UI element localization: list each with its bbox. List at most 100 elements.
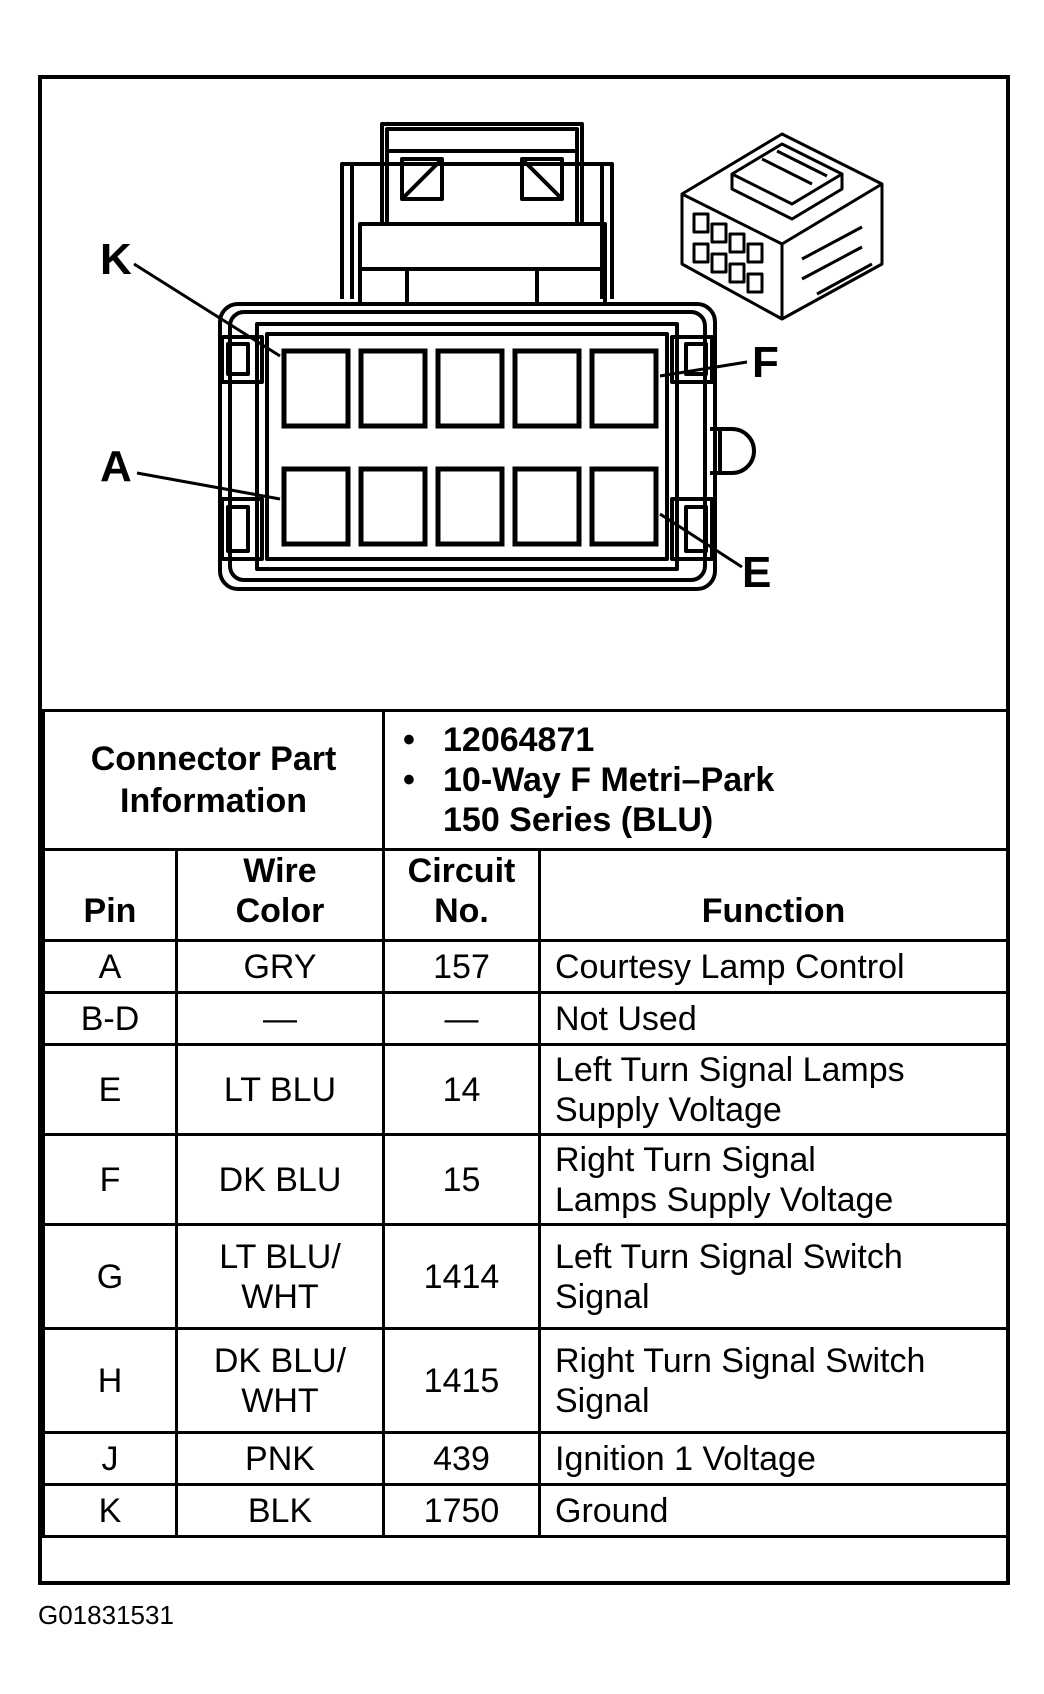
cavity-c xyxy=(435,466,505,547)
pin-cell: J xyxy=(42,1431,178,1486)
table-row: B-D — — Not Used xyxy=(42,991,1010,1046)
pin-cell: A xyxy=(42,939,178,994)
connector-info-label-line1: Connector Part xyxy=(90,740,337,778)
connector-info-details: • 12064871 • 10-Way F Metri–Park 150 Ser… xyxy=(381,709,1010,851)
pin-cell: K xyxy=(42,1483,178,1538)
header-function: Function xyxy=(537,848,1010,942)
function-cell: Right Turn Signal Lamps Supply Voltage xyxy=(537,1133,1010,1226)
callout-leaders xyxy=(133,262,748,569)
circuit-cell: — xyxy=(382,991,541,1046)
function-line1: Right Turn Signal Switch xyxy=(555,1341,926,1380)
cavity-j xyxy=(358,348,428,429)
wire-color-cell: GRY xyxy=(175,939,385,994)
function-line2: Signal xyxy=(555,1277,650,1316)
function-cell: Left Turn Signal Switch Signal xyxy=(537,1223,1010,1330)
connector-face-diagram: K A F E xyxy=(42,79,1006,709)
circuit-cell: 15 xyxy=(382,1133,541,1226)
pin-callouts: K A F E xyxy=(100,235,779,597)
cavity-g xyxy=(512,348,582,429)
wire-color-cell: PNK xyxy=(175,1431,385,1486)
wire-color-line2: WHT xyxy=(241,1381,319,1420)
function-line1: Left Turn Signal Switch xyxy=(555,1237,903,1276)
part-number-item: • 12064871 xyxy=(403,720,1006,760)
circuit-cell: 157 xyxy=(382,939,541,994)
figure-code: G01831531 xyxy=(38,1600,174,1630)
wire-color-cell: BLK xyxy=(175,1483,385,1538)
connector-figure-frame: K A F E xyxy=(38,75,1010,1585)
callout-f: F xyxy=(752,338,779,387)
wire-color-cell: LT BLU xyxy=(175,1043,385,1136)
part-number: 12064871 xyxy=(443,721,595,759)
wire-color-line2: WHT xyxy=(241,1277,319,1316)
description-item: • 10-Way F Metri–Park xyxy=(403,760,1006,800)
table-row: H DK BLU/ WHT 1415 Right Turn Signal Swi… xyxy=(42,1327,1010,1434)
table-header-row: Pin Wire Color Circuit No. Function xyxy=(42,848,1010,942)
function-line1: Left Turn Signal Lamps xyxy=(555,1050,905,1089)
connector-latch xyxy=(340,122,614,306)
header-circuit-line1: Circuit xyxy=(407,852,516,890)
header-circuit-line2: No. xyxy=(434,892,489,930)
function-cell: Ground xyxy=(537,1483,1010,1538)
connector-description-line2: 150 Series (BLU) xyxy=(443,801,714,839)
function-line2: Lamps Supply Voltage xyxy=(555,1180,894,1219)
circuit-cell: 439 xyxy=(382,1431,541,1486)
pin-cell: E xyxy=(42,1043,178,1136)
wire-color-cell: DK BLU/ WHT xyxy=(175,1327,385,1434)
table-row: G LT BLU/ WHT 1414 Left Turn Signal Swit… xyxy=(42,1223,1010,1330)
leader-a xyxy=(136,471,281,501)
cavity-a xyxy=(281,466,351,547)
table-row: E LT BLU 14 Left Turn Signal Lamps Suppl… xyxy=(42,1043,1010,1136)
circuit-cell: 1414 xyxy=(382,1223,541,1330)
wire-color-cell: LT BLU/ WHT xyxy=(175,1223,385,1330)
connector-drawing: K A F E xyxy=(100,122,884,597)
table-row: F DK BLU 15 Right Turn Signal Lamps Supp… xyxy=(42,1133,1010,1226)
wire-color-line1: LT BLU/ xyxy=(219,1237,341,1276)
circuit-cell: 1750 xyxy=(382,1483,541,1538)
wire-color-cell: — xyxy=(175,991,385,1046)
cavity-k xyxy=(281,348,351,429)
connector-info-label: Connector Part Information xyxy=(42,709,385,851)
header-pin: Pin xyxy=(42,848,178,942)
connector-description-line1: 10-Way F Metri–Park xyxy=(443,761,775,799)
callout-a: A xyxy=(100,442,132,491)
pinout-table: Connector Part Information • 12064871 • … xyxy=(42,709,1010,1538)
function-line2: Supply Voltage xyxy=(555,1090,782,1129)
cavity-e xyxy=(589,466,659,547)
header-wire-color: Wire Color xyxy=(175,848,385,942)
table-row: A GRY 157 Courtesy Lamp Control xyxy=(42,939,1010,994)
table-row: K BLK 1750 Ground xyxy=(42,1483,1010,1538)
cavity-f xyxy=(589,348,659,429)
cavity-b xyxy=(358,466,428,547)
bullet: • xyxy=(403,761,415,799)
wire-color-cell: DK BLU xyxy=(175,1133,385,1226)
function-line2: Signal xyxy=(555,1381,650,1420)
leader-e xyxy=(659,512,743,569)
circuit-cell: 1415 xyxy=(382,1327,541,1434)
callout-k: K xyxy=(100,235,132,284)
connector-info-row: Connector Part Information • 12064871 • … xyxy=(42,709,1010,851)
pin-cell: G xyxy=(42,1223,178,1330)
leader-f xyxy=(659,360,748,378)
function-cell: Left Turn Signal Lamps Supply Voltage xyxy=(537,1043,1010,1136)
leader-k xyxy=(133,262,281,358)
cavity-h xyxy=(435,348,505,429)
table-row: J PNK 439 Ignition 1 Voltage xyxy=(42,1431,1010,1486)
function-cell: Ignition 1 Voltage xyxy=(537,1431,1010,1486)
pin-cell: H xyxy=(42,1327,178,1434)
function-line1: Right Turn Signal xyxy=(555,1140,816,1179)
cavity-d xyxy=(512,466,582,547)
header-wire-color-line1: Wire xyxy=(243,852,317,890)
bullet: • xyxy=(403,721,415,759)
pin-cell: B-D xyxy=(42,991,178,1046)
pin-cell: F xyxy=(42,1133,178,1226)
function-cell: Right Turn Signal Switch Signal xyxy=(537,1327,1010,1434)
connector-body xyxy=(218,302,756,591)
header-wire-color-line2: Color xyxy=(235,892,325,930)
wire-color-line1: DK BLU/ xyxy=(213,1341,347,1380)
connector-info-label-line2: Information xyxy=(120,782,307,820)
header-circuit-no: Circuit No. xyxy=(382,848,541,942)
function-cell: Courtesy Lamp Control xyxy=(537,939,1010,994)
connector-3d-icon xyxy=(680,132,884,321)
callout-e: E xyxy=(742,548,771,597)
function-cell: Not Used xyxy=(537,991,1010,1046)
